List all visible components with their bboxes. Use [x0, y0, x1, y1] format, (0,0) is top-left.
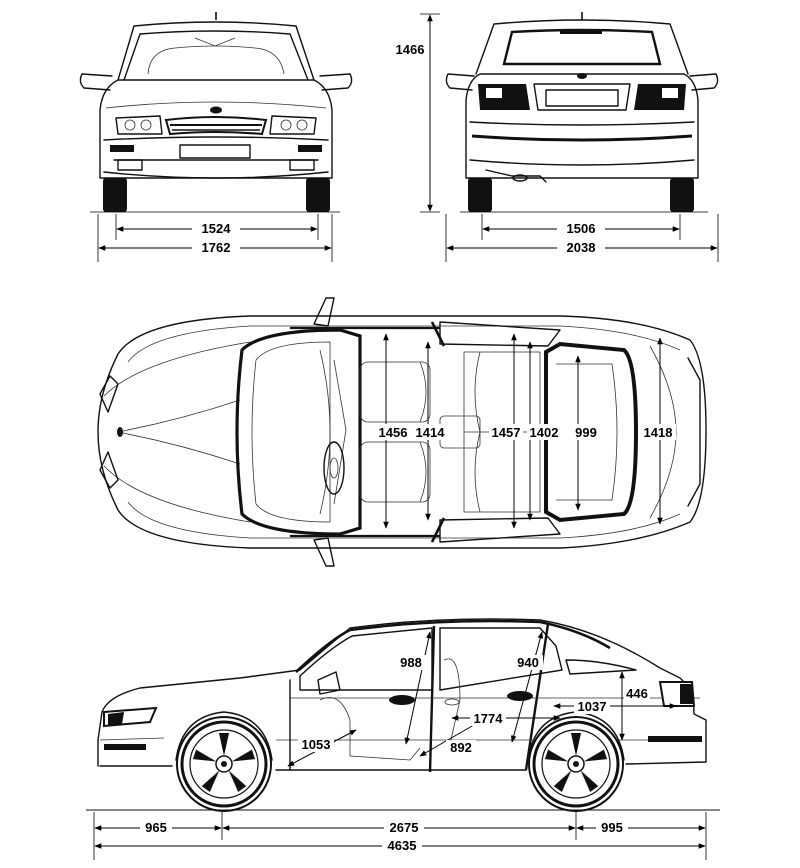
front-overhang-label: 965 — [145, 820, 167, 835]
front-track-label: 1524 — [202, 221, 232, 236]
trunk-height-label: 446 — [626, 686, 648, 701]
dimension-labels: 1524 1762 1506 2038 1466 1456 1414 1457 … — [140, 42, 676, 853]
overall-length-label: 4635 — [388, 838, 417, 853]
front-view — [79, 21, 353, 212]
rear-hip-width-label: 1402 — [530, 425, 559, 440]
rear-legroom-label: 892 — [450, 740, 472, 755]
front-headroom-label: 988 — [400, 655, 422, 670]
front-legroom-label: 1053 — [302, 737, 331, 752]
side-view — [86, 618, 720, 813]
front-hip-width-label: 1414 — [416, 425, 446, 440]
rear-overhang-label: 995 — [601, 820, 623, 835]
front-width-label: 1762 — [202, 240, 231, 255]
rear-track-label: 1506 — [567, 221, 596, 236]
trunk-width-label: 1418 — [644, 425, 673, 440]
top-view — [97, 297, 707, 567]
trunk-length-label: 1037 — [578, 699, 607, 714]
wheelbase-label: 2675 — [390, 820, 419, 835]
width-with-mirrors-label: 2038 — [567, 240, 596, 255]
rear-view — [445, 19, 719, 212]
rear-shoulder-width-label: 1457 — [492, 425, 521, 440]
height-label: 1466 — [396, 42, 425, 57]
interior-length-label: 1774 — [474, 711, 504, 726]
trunk-opening-width-label: 999 — [575, 425, 597, 440]
front-shoulder-width-label: 1456 — [379, 425, 408, 440]
rear-headroom-label: 940 — [517, 655, 539, 670]
